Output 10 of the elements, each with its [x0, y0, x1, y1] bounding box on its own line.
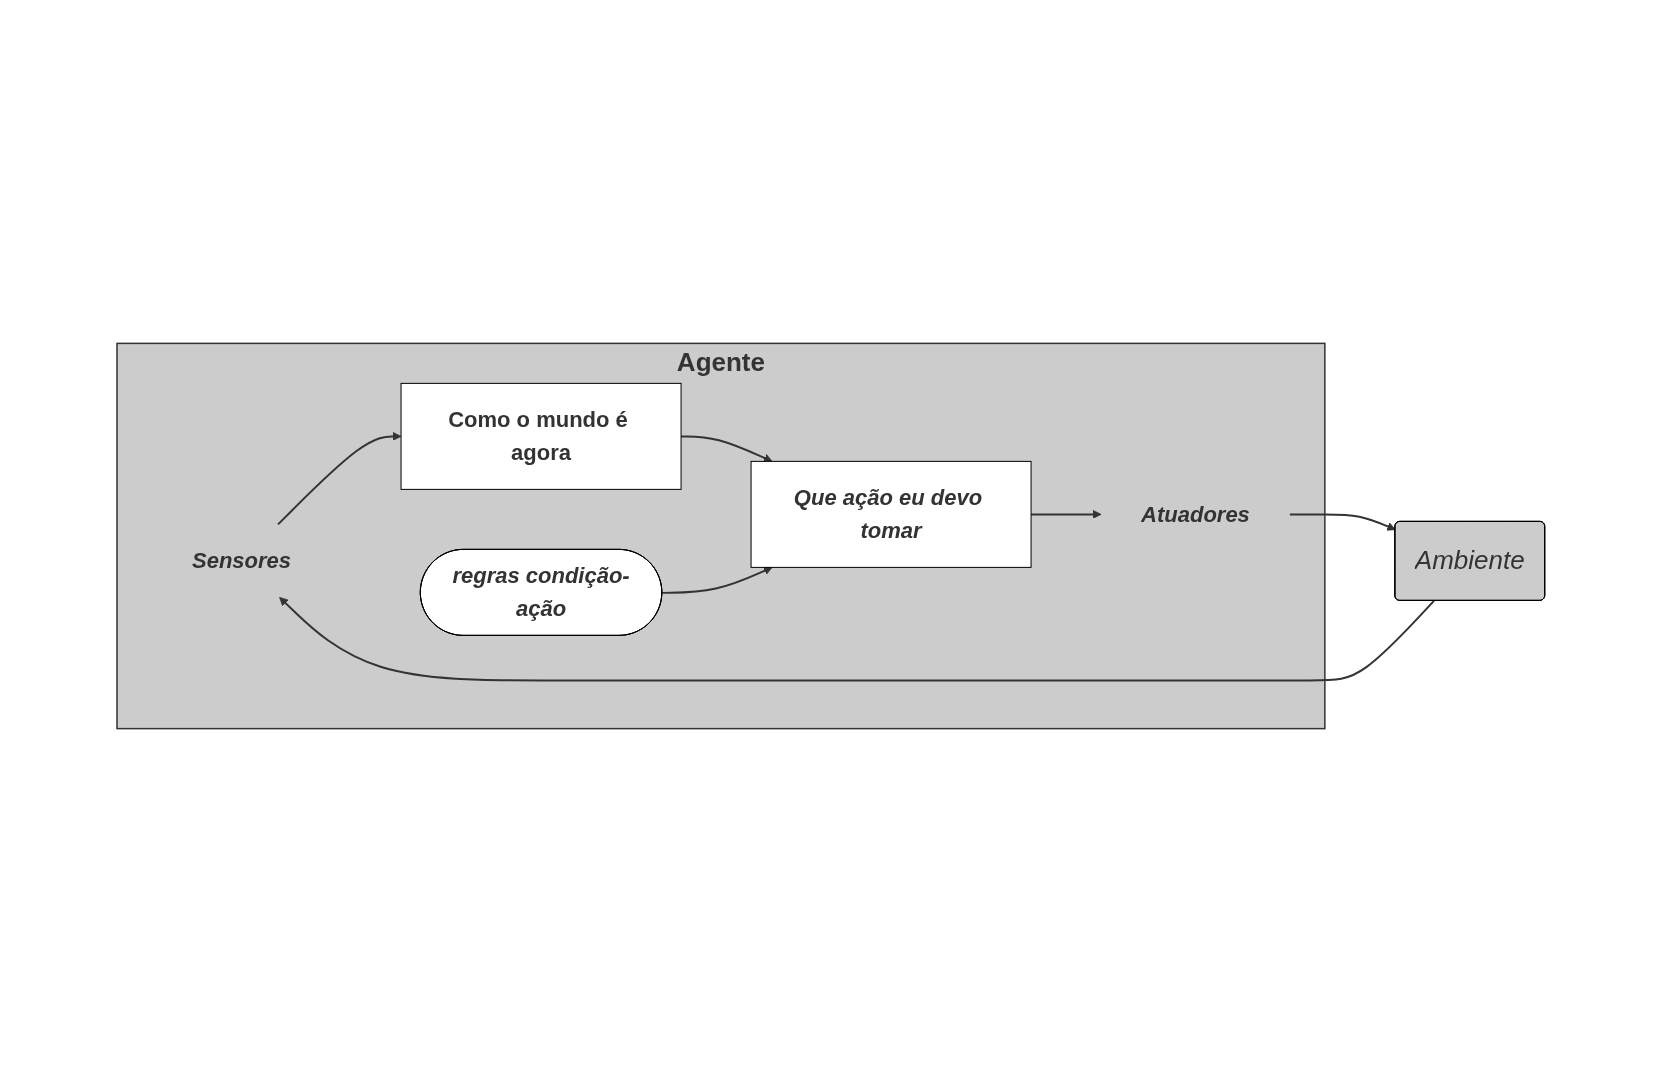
node-text: Sensores [191, 548, 291, 574]
arrow [276, 432, 402, 526]
node-box: Como o mundo é agora [400, 382, 682, 490]
arrow [679, 435, 773, 463]
node-box: Que ação eu devo tomar [750, 460, 1032, 568]
arrow [278, 597, 1435, 682]
node-text: Atuadores [1140, 501, 1250, 527]
arrow [660, 566, 773, 594]
arrow [1288, 513, 1396, 531]
arrow [1029, 510, 1102, 519]
